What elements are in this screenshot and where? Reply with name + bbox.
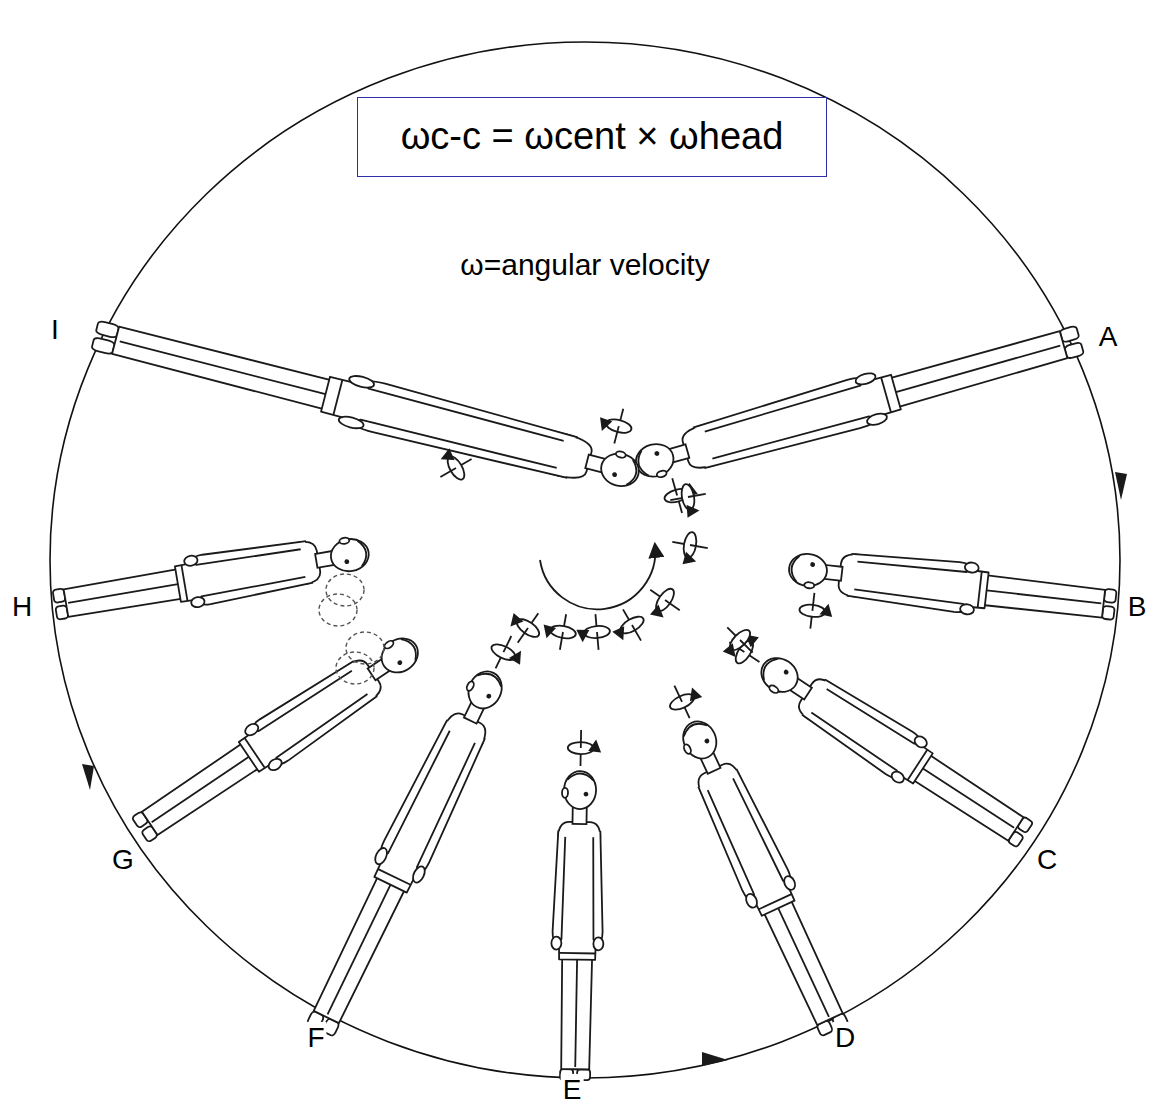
dashed-head xyxy=(319,574,384,684)
rotation-arrow xyxy=(540,545,655,609)
person-figure xyxy=(549,730,607,1081)
position-letter: B xyxy=(1126,591,1149,623)
person-figure xyxy=(125,623,430,851)
rim-arrow xyxy=(702,1052,728,1066)
position-letter: E xyxy=(561,1074,584,1106)
rim-arrow xyxy=(1115,472,1127,500)
position-letter: F xyxy=(305,1022,326,1054)
gyroscope-symbol xyxy=(431,443,762,667)
formula-text: ωc-c = ωcent × ωhead xyxy=(401,114,784,160)
legend-note: ω=angular velocity xyxy=(458,248,711,283)
position-letter: C xyxy=(1035,844,1059,876)
person-figure xyxy=(651,675,859,1041)
position-letter: H xyxy=(10,591,34,623)
position-letter: D xyxy=(833,1022,857,1054)
person-figure xyxy=(51,526,373,630)
position-letter: G xyxy=(110,844,136,876)
position-letter: A xyxy=(1097,321,1120,353)
person-figure xyxy=(89,277,654,500)
person-figure xyxy=(783,542,1118,663)
formula-box: ωc-c = ωcent × ωhead xyxy=(357,97,827,177)
position-letter: I xyxy=(49,314,61,346)
rim-arrow xyxy=(82,764,94,790)
person-figure xyxy=(629,315,1095,521)
